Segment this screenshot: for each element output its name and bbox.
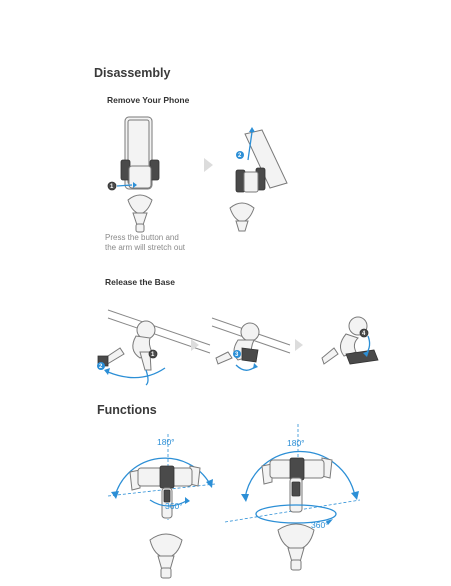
- remove-phone-illustration-2: 2: [229, 127, 288, 232]
- functions-heading: Functions: [97, 403, 157, 417]
- rotation-arc-180: [244, 450, 356, 499]
- step-arrow-icon: [204, 158, 213, 172]
- release-base-illustration-2: 3: [211, 317, 291, 371]
- step-arrow-icon: [191, 339, 199, 351]
- step-number: 3: [235, 352, 239, 358]
- step-number: 2: [99, 364, 103, 370]
- horizontal-angle-label: 360°: [311, 520, 329, 530]
- step-number: 2: [238, 153, 242, 159]
- functions-illustration-right: 180° 360°: [224, 424, 361, 571]
- release-base-heading: Release the Base: [105, 277, 175, 287]
- release-base-illustration-3: 4: [321, 316, 379, 365]
- vertical-angle-label: 180°: [157, 437, 175, 447]
- functions-illustration-left: 180° 360°: [107, 434, 216, 579]
- step-arrow-icon: [295, 339, 303, 351]
- step-number: 4: [362, 331, 366, 337]
- step-number: 1: [151, 352, 155, 358]
- remove-phone-note-line-1: Press the button and: [105, 233, 179, 242]
- release-base-illustration-1: 2 1: [97, 309, 211, 386]
- remove-phone-note: Press the button and the arm will stretc…: [105, 233, 185, 253]
- horizontal-angle-label: 360°: [165, 501, 183, 511]
- remove-phone-illustration-1: 1: [107, 116, 160, 233]
- step-number: 1: [110, 184, 114, 190]
- vertical-angle-label: 180°: [287, 438, 305, 448]
- step-number-badge: [107, 181, 117, 191]
- disassembly-heading: Disassembly: [94, 66, 171, 80]
- remove-phone-note-line-2: the arm will stretch out: [105, 243, 186, 252]
- remove-phone-heading: Remove Your Phone: [107, 95, 190, 105]
